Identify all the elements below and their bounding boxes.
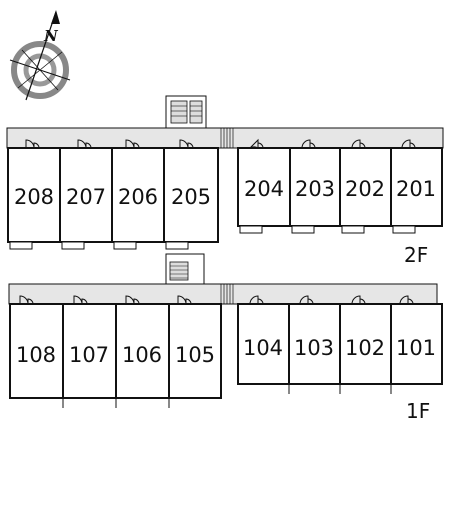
floor-1f: 108 107 106 105 104 103 102 101 1F bbox=[8, 253, 443, 423]
balcony bbox=[113, 241, 137, 250]
stair-icon bbox=[170, 100, 188, 124]
room-106 bbox=[115, 303, 170, 399]
room-number: 101 bbox=[396, 336, 436, 360]
room-number: 205 bbox=[171, 185, 211, 209]
balcony bbox=[9, 241, 33, 250]
room-number: 203 bbox=[295, 177, 335, 201]
balcony bbox=[165, 241, 189, 250]
compass-north-label: N bbox=[43, 27, 59, 45]
corridor-1f bbox=[8, 283, 438, 305]
room-number: 107 bbox=[69, 343, 109, 367]
room-107 bbox=[62, 303, 117, 399]
stair-icon bbox=[189, 100, 203, 124]
room-205 bbox=[163, 147, 219, 243]
room-number: 202 bbox=[345, 177, 385, 201]
balcony bbox=[239, 225, 263, 234]
floor-2f: 208 207 206 205 204 203 202 201 2F bbox=[6, 95, 444, 267]
room-number: 106 bbox=[122, 343, 162, 367]
room-104 bbox=[237, 303, 290, 385]
room-202 bbox=[339, 147, 392, 227]
compass-ring-outer bbox=[11, 41, 69, 99]
north-arrow-icon bbox=[51, 10, 60, 24]
room-103 bbox=[288, 303, 341, 385]
balcony bbox=[61, 241, 85, 250]
room-108 bbox=[9, 303, 64, 399]
room-number: 102 bbox=[345, 336, 385, 360]
room-number: 201 bbox=[396, 177, 436, 201]
compass-needle-diag-2 bbox=[21, 49, 59, 91]
floor-label-2f: 2F bbox=[404, 243, 428, 267]
floor-label-1f: 1F bbox=[406, 399, 430, 423]
balcony bbox=[392, 225, 416, 234]
balcony bbox=[291, 225, 315, 234]
room-number: 207 bbox=[66, 185, 106, 209]
room-number: 206 bbox=[118, 185, 158, 209]
room-206 bbox=[111, 147, 165, 243]
room-number: 103 bbox=[294, 336, 334, 360]
room-101 bbox=[390, 303, 443, 385]
compass: N bbox=[9, 10, 71, 101]
room-number: 105 bbox=[175, 343, 215, 367]
room-208 bbox=[7, 147, 61, 243]
corridor-2f bbox=[6, 127, 444, 149]
room-201 bbox=[390, 147, 443, 227]
room-number: 204 bbox=[244, 177, 284, 201]
stair-icon bbox=[169, 261, 189, 281]
balcony bbox=[341, 225, 365, 234]
room-number: 208 bbox=[14, 185, 54, 209]
room-number: 108 bbox=[16, 343, 56, 367]
compass-ring-inner bbox=[23, 53, 57, 87]
room-number: 104 bbox=[243, 336, 283, 360]
compass-needle-ns bbox=[25, 11, 57, 101]
room-204 bbox=[237, 147, 291, 227]
room-105 bbox=[168, 303, 222, 399]
